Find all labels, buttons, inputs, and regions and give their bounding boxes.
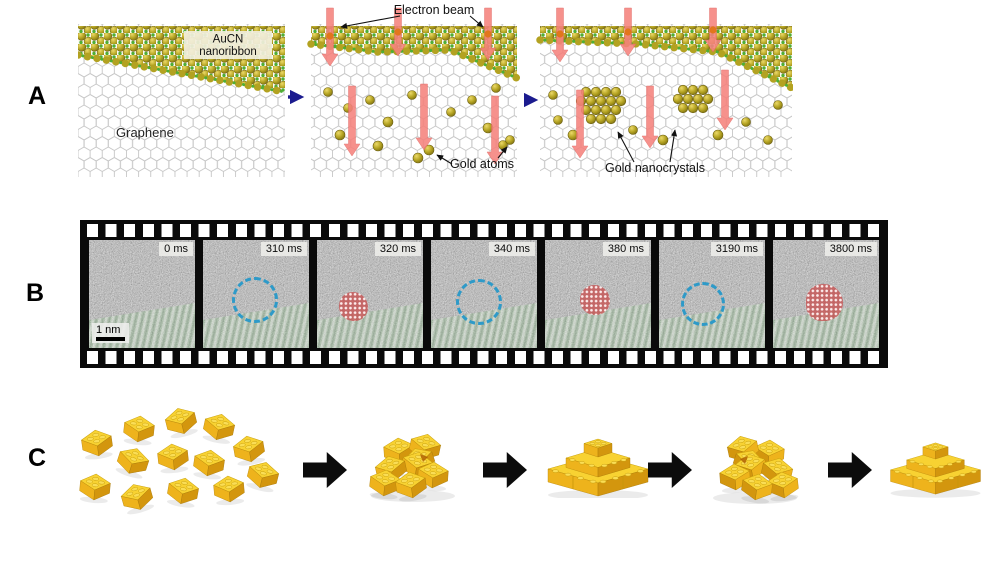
panel-b-label: B bbox=[26, 279, 45, 307]
gold-atoms-pointer-arrows bbox=[436, 146, 508, 165]
scale-bar-line bbox=[96, 336, 125, 341]
assembly-arrow-icon bbox=[303, 452, 347, 488]
tem-image bbox=[317, 240, 423, 348]
brick-pyramid-illustration bbox=[547, 438, 649, 498]
panel-a-label: A bbox=[28, 82, 47, 110]
beam-impact-atoms bbox=[326, 28, 492, 40]
tem-frame-3190ms: 3190 ms bbox=[659, 240, 765, 348]
electron-beam-label: Electron beam bbox=[394, 3, 475, 17]
gold-nanocrystals-label: Gold nanocrystals bbox=[605, 161, 705, 175]
gold-nanocrystal-cluster bbox=[575, 86, 627, 125]
scale-bar: 1 nm bbox=[92, 322, 129, 343]
film-sprocket-holes-top bbox=[87, 224, 881, 237]
electron-beam-pointer-arrows bbox=[340, 15, 484, 29]
blue-dashed-circle-annotation bbox=[456, 279, 502, 325]
tem-frame-380ms: 380 ms bbox=[545, 240, 651, 348]
frame-timestamp: 3190 ms bbox=[710, 242, 763, 256]
film-strip: 0 ms 1 nm 310 ms bbox=[80, 220, 888, 368]
tem-image bbox=[545, 240, 651, 348]
scattered-bricks-illustration bbox=[78, 404, 281, 516]
brick-pyramid-illustration bbox=[890, 442, 981, 498]
gold-nanocrystals-pointer-arrows bbox=[617, 129, 678, 163]
tem-frame-320ms: 320 ms bbox=[317, 240, 423, 348]
schematic-nanocrystals: Gold nanocrystals bbox=[536, 7, 793, 177]
red-nanocrystal-annotation bbox=[580, 285, 610, 315]
schematic-beam-atoms: Electron beam Gold atoms bbox=[307, 3, 521, 177]
brick-pile-illustration bbox=[710, 430, 802, 508]
gold-atoms-label: Gold atoms bbox=[450, 157, 514, 171]
gold-atoms bbox=[548, 90, 783, 146]
aucn-label-line2: nanoribbon bbox=[199, 46, 257, 58]
tem-frame-310ms: 310 ms bbox=[203, 240, 309, 348]
assembly-arrow-icon bbox=[648, 452, 692, 488]
beam-impact-atoms bbox=[556, 26, 717, 38]
panel-a-schematics: AuCN nanoribbon Graphene bbox=[78, 3, 793, 177]
blue-dashed-circle-annotation bbox=[681, 282, 725, 326]
red-nanocrystal-annotation bbox=[339, 292, 368, 321]
aucn-label-box bbox=[184, 31, 272, 59]
assembly-arrow-icon bbox=[828, 452, 872, 488]
tem-frames-row: 0 ms 1 nm 310 ms bbox=[80, 240, 888, 348]
red-nanocrystal-annotation bbox=[806, 284, 843, 321]
blue-dashed-circle-annotation bbox=[232, 277, 278, 323]
schematic-intact-ribbon: AuCN nanoribbon Graphene bbox=[78, 24, 289, 177]
tem-frame-3800ms: 3800 ms bbox=[773, 240, 879, 348]
tem-frame-0ms: 0 ms 1 nm bbox=[89, 240, 195, 348]
gold-nanocrystal-cluster bbox=[672, 84, 714, 114]
frame-timestamp: 320 ms bbox=[374, 242, 421, 256]
tem-frame-340ms: 340 ms bbox=[431, 240, 537, 348]
brick-pile-illustration bbox=[368, 428, 460, 506]
frame-timestamp: 0 ms bbox=[159, 242, 193, 256]
graphene-label: Graphene bbox=[116, 125, 174, 140]
panel-c-label: C bbox=[28, 444, 47, 472]
aucn-label-line1: AuCN bbox=[213, 34, 244, 46]
frame-timestamp: 340 ms bbox=[488, 242, 535, 256]
tem-image bbox=[203, 240, 309, 348]
frame-timestamp: 310 ms bbox=[260, 242, 307, 256]
scale-bar-label: 1 nm bbox=[96, 323, 121, 336]
frame-timestamp: 380 ms bbox=[602, 242, 649, 256]
film-sprocket-holes-bottom bbox=[87, 351, 881, 364]
gold-atoms bbox=[323, 83, 515, 164]
assembly-arrow-icon bbox=[483, 452, 527, 488]
frame-timestamp: 3800 ms bbox=[824, 242, 877, 256]
